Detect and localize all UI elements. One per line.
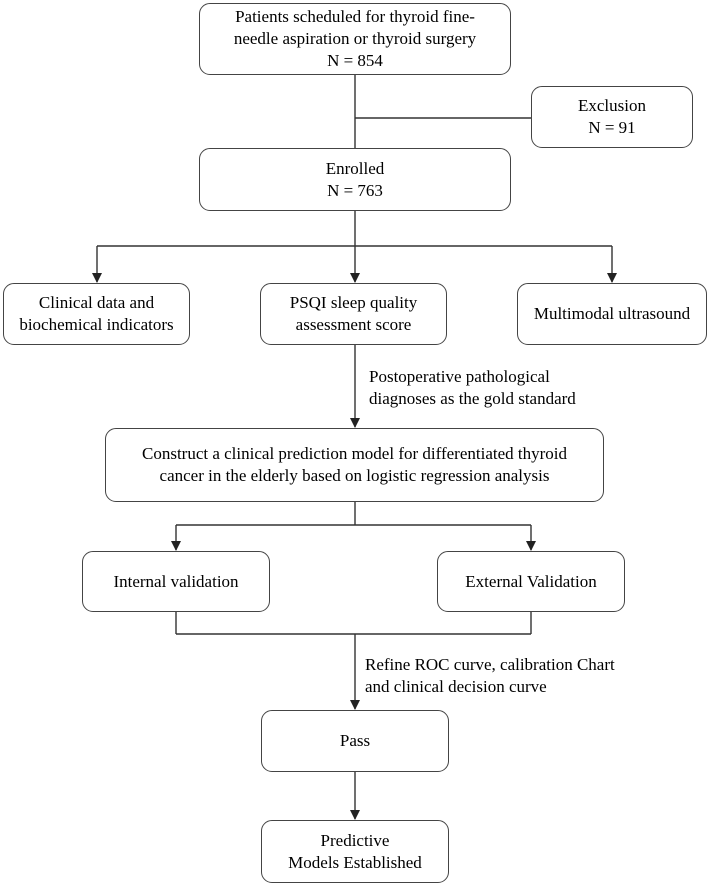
established-line-1: Predictive bbox=[320, 830, 390, 850]
established-line-2: Models Established bbox=[288, 852, 422, 872]
psqi-line-2: assessment score bbox=[295, 315, 412, 334]
models-established-box: Predictive Models Established bbox=[261, 820, 449, 883]
pass-box: Pass bbox=[261, 710, 449, 772]
gold-standard-line-2: diagnoses as the gold standard bbox=[369, 389, 576, 408]
gold-standard-line-1: Postoperative pathological bbox=[369, 367, 550, 386]
external-validation-box: External Validation bbox=[437, 551, 625, 612]
ultrasound-label: Multimodal ultrasound bbox=[533, 304, 691, 323]
clinical-data-line-1: Clinical data and bbox=[38, 293, 155, 312]
exclusion-box: Exclusion N = 91 bbox=[531, 86, 693, 148]
enrolled-box: Enrolled N = 763 bbox=[199, 148, 511, 211]
patients-count: N = 854 bbox=[327, 51, 383, 70]
pass-label: Pass bbox=[339, 731, 371, 750]
external-validation-label: External Validation bbox=[465, 571, 597, 591]
patients-line-1: Patients scheduled for thyroid fine- bbox=[235, 7, 475, 26]
clinical-data-line-2: biochemical indicators bbox=[19, 315, 174, 334]
refine-label: Refine ROC curve, calibration Chart and … bbox=[365, 654, 615, 698]
clinical-data-box: Clinical data and biochemical indicators bbox=[3, 283, 190, 345]
internal-validation-box: Internal validation bbox=[82, 551, 270, 612]
gold-standard-label: Postoperative pathological diagnoses as … bbox=[369, 366, 576, 410]
enrolled-count: N = 763 bbox=[327, 180, 383, 200]
construct-model-line-1: Construct a clinical prediction model fo… bbox=[141, 444, 568, 463]
refine-line-1: Refine ROC curve, calibration Chart bbox=[365, 655, 615, 674]
enrolled-title: Enrolled bbox=[325, 158, 385, 178]
construct-model-line-2: cancer in the elderly based on logistic … bbox=[159, 466, 550, 485]
psqi-line-1: PSQI sleep quality bbox=[289, 293, 418, 312]
refine-line-2: and clinical decision curve bbox=[365, 677, 547, 696]
construct-model-box: Construct a clinical prediction model fo… bbox=[105, 428, 604, 502]
internal-validation-label: Internal validation bbox=[113, 571, 239, 591]
psqi-box: PSQI sleep quality assessment score bbox=[260, 283, 447, 345]
ultrasound-box: Multimodal ultrasound bbox=[517, 283, 707, 345]
exclusion-count: N = 91 bbox=[588, 118, 636, 137]
patients-scheduled-box: Patients scheduled for thyroid fine- nee… bbox=[199, 3, 511, 75]
patients-line-2: needle aspiration or thyroid surgery bbox=[233, 29, 477, 48]
exclusion-title: Exclusion bbox=[578, 96, 646, 115]
